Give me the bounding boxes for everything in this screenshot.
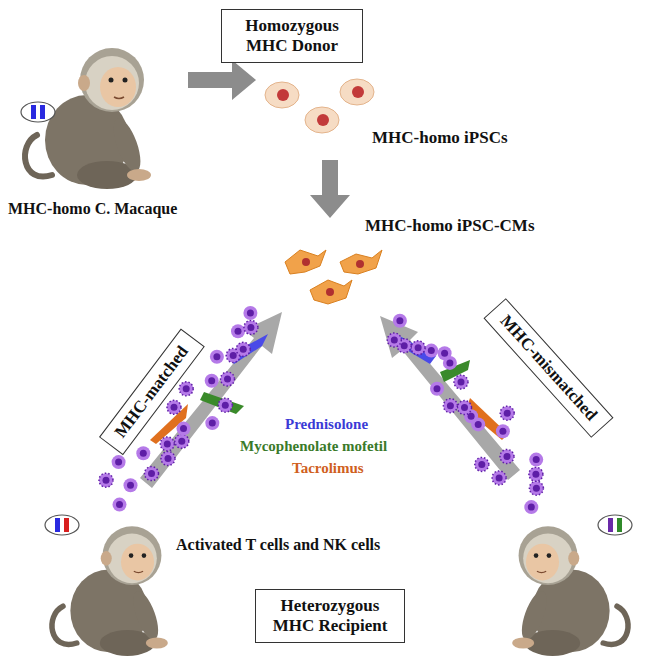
title-box: Heterozygous MHC Recipient [255,589,405,643]
node-text: Heterozygous MHC Recipient [266,596,394,636]
title-box: Homozygous MHC Donor [221,9,363,63]
drug-label: Tacrolimus [292,460,364,477]
immune-cell [113,498,127,512]
immune-cell [243,306,257,320]
immune-cell [236,342,250,356]
immune-cell [231,324,245,338]
cardiomyocytes [285,250,382,304]
immune-cell [524,500,538,514]
flow-arrow [380,316,520,480]
immune-cell [438,346,452,360]
immune-cell [210,350,224,364]
mhc-badge [45,515,79,535]
recipient-monkey [512,526,628,656]
immune-cell [179,382,193,396]
figure-label: Activated T cells and NK cells [176,536,380,554]
immune-cell [475,457,489,471]
immune-cell [161,452,175,466]
immune-cell [387,333,401,347]
immune-cell [430,382,444,396]
immune-cell [145,467,159,481]
donor-monkey [25,48,151,189]
drug-label: Prednisolone [285,416,368,433]
flow-arrow [310,160,350,218]
immune-cell [496,424,510,438]
drug-wedge [150,334,508,444]
mhc-badge [598,515,632,535]
immune-cell [177,422,191,436]
immune-cell [218,398,232,412]
immune-cell [175,434,189,448]
immune-cell [500,450,514,464]
immune-cell [205,416,219,430]
figure-label: MHC-homo iPSCs [372,128,508,148]
immune-cell [136,446,150,460]
immune-cell [529,467,543,481]
immune-cell [458,401,472,415]
immune-cell [492,471,506,485]
immune-cell [393,314,407,328]
immune-cell [454,375,468,389]
ipsc-cells [265,79,374,133]
immune-cell [529,453,543,467]
node-text: Homozygous MHC Donor [232,16,352,56]
immune-cell [529,481,543,495]
figure-label: MHC-homo C. Macaque [8,200,177,218]
immune-cell [112,455,126,469]
immune-cell [167,400,181,414]
mhc-badge [21,102,55,122]
immune-cell [244,320,258,334]
recipient-monkey [52,526,168,656]
t-nk-cells [99,306,543,514]
immune-cell [411,341,425,355]
immune-cell [500,406,514,420]
immune-cell [424,344,438,358]
immune-cell [124,478,138,492]
figure-label: MHC-homo iPSC-CMs [365,216,535,236]
drug-label: Mycophenolate mofetil [240,438,387,455]
flow-arrow [188,60,256,100]
immune-cell [99,473,113,487]
immune-cell [221,372,235,386]
immune-cell [443,399,457,413]
immune-cell [205,374,219,388]
immune-cell [160,437,174,451]
